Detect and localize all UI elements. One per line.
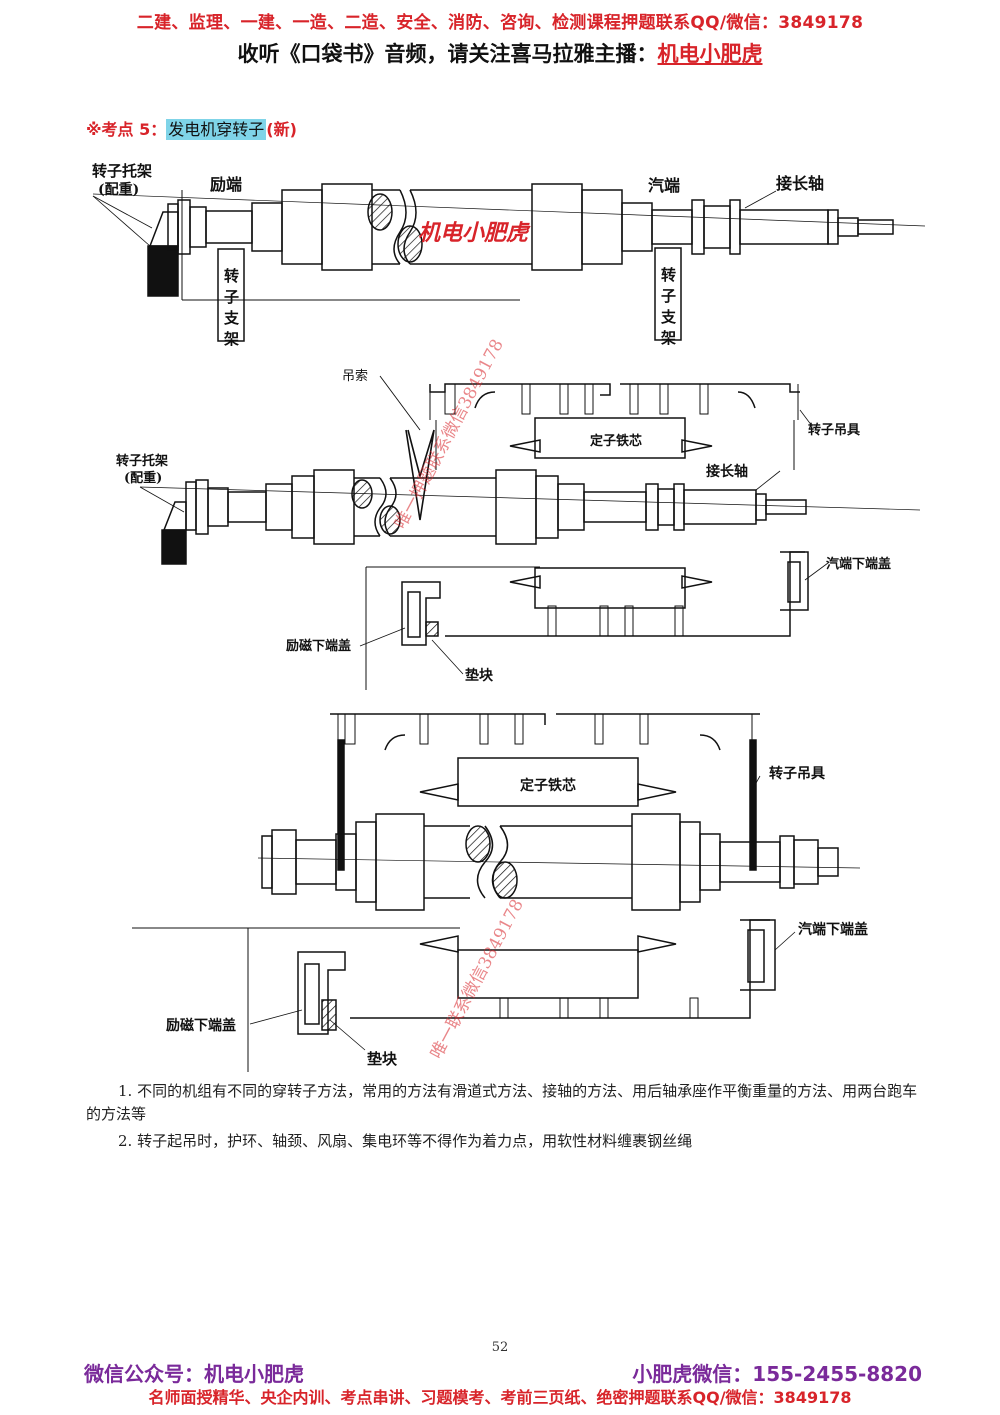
d1-turbine-end-label: 汽端 xyxy=(648,176,680,195)
diagram1-rotor-on-brackets xyxy=(92,183,926,342)
section-heading: ※考点 5：发电机穿转子(新) xyxy=(86,116,297,140)
rotor-support-right xyxy=(654,247,682,341)
d2-sling-label: 吊索 xyxy=(342,369,368,384)
d2-rotor-bracket-label: 转子托架 xyxy=(116,453,168,469)
d1-counterweight-label: (配重) xyxy=(98,181,139,198)
d2-pad-block-label: 垫块 xyxy=(465,667,494,684)
page-number: 52 xyxy=(491,1340,509,1355)
diagram3-rotor-in-position xyxy=(132,713,861,1072)
d1-rotor-bracket-label: 转子托架 xyxy=(92,162,152,180)
rotor-threading-diagrams: 转子托架 (配重) 励端 汽端 接长轴 转子支架 转子支架 机电小肥虎 吊索 转… xyxy=(92,162,926,1072)
note-1: 1. 不同的机组有不同的穿转子方法，常用的方法有滑道式方法、接轴的方法、用后轴承… xyxy=(86,1082,918,1123)
note-2: 2. 转子起吊时，护环、轴颈、风扇、集电环等不得作为着力点，用软性材料缠裹钢丝绳 xyxy=(118,1132,693,1150)
section-suffix: (新) xyxy=(266,120,297,139)
diagram2-rotor-insertion xyxy=(139,375,921,690)
footer-wechat-account: 微信公众号：机电小肥虎 xyxy=(84,1362,304,1386)
section-prefix: ※考点 5： xyxy=(86,120,167,139)
d3-pad-block-label: 垫块 xyxy=(367,1050,398,1068)
d3-rotor-lifter-label: 转子吊具 xyxy=(769,765,825,782)
header-audio-text: 收听《口袋书》音频，请关注喜马拉雅主播： xyxy=(237,42,658,66)
d1-rotor-support-left-label: 转子支架 xyxy=(222,267,240,352)
header-promo: 二建、监理、一建、一造、二造、安全、消防、咨询、检测课程押题联系QQ/微信：38… xyxy=(136,13,864,33)
d2-turbine-cover-label: 汽端下端盖 xyxy=(826,556,891,572)
header-audio: 收听《口袋书》音频，请关注喜马拉雅主播：机电小肥虎 xyxy=(0,38,1000,68)
d1-extension-shaft-label: 接长轴 xyxy=(776,174,824,193)
d3-turbine-cover-label: 汽端下端盖 xyxy=(798,921,868,938)
d2-extension-shaft-label: 接长轴 xyxy=(706,463,748,480)
d3-exciter-cover-label: 励磁下端盖 xyxy=(166,1017,236,1034)
header-brand: 机电小肥虎 xyxy=(657,42,763,66)
d2-exciter-cover-label: 励磁下端盖 xyxy=(286,638,351,654)
rotor-support-left xyxy=(217,248,245,342)
d1-exciter-end-label: 励端 xyxy=(210,175,242,194)
d2-counterweight-label: (配重) xyxy=(124,470,162,486)
d3-stator-core-label: 定子铁芯 xyxy=(520,777,576,794)
notes-section: 1. 不同的机组有不同的穿转子方法，常用的方法有滑道式方法、接轴的方法、用后轴承… xyxy=(86,1080,926,1157)
d1-watermark: 机电小肥虎 xyxy=(418,220,531,246)
d3-watermark: 唯一联系微信3849178 xyxy=(427,896,528,1062)
footer-wechat-contact: 小肥虎微信：155-2455-8820 xyxy=(632,1362,922,1386)
section-title: 发电机穿转子 xyxy=(166,119,267,140)
d1-rotor-support-right-label: 转子支架 xyxy=(659,266,677,351)
d2-rotor-lifter-label: 转子吊具 xyxy=(808,422,860,438)
footer-promo: 名师面授精华、央企内训、考点串讲、习题模考、考前三页纸、绝密押题联系QQ/微信：… xyxy=(148,1388,852,1407)
d2-stator-core-label: 定子铁芯 xyxy=(589,433,642,449)
counterweight-block xyxy=(147,245,179,297)
